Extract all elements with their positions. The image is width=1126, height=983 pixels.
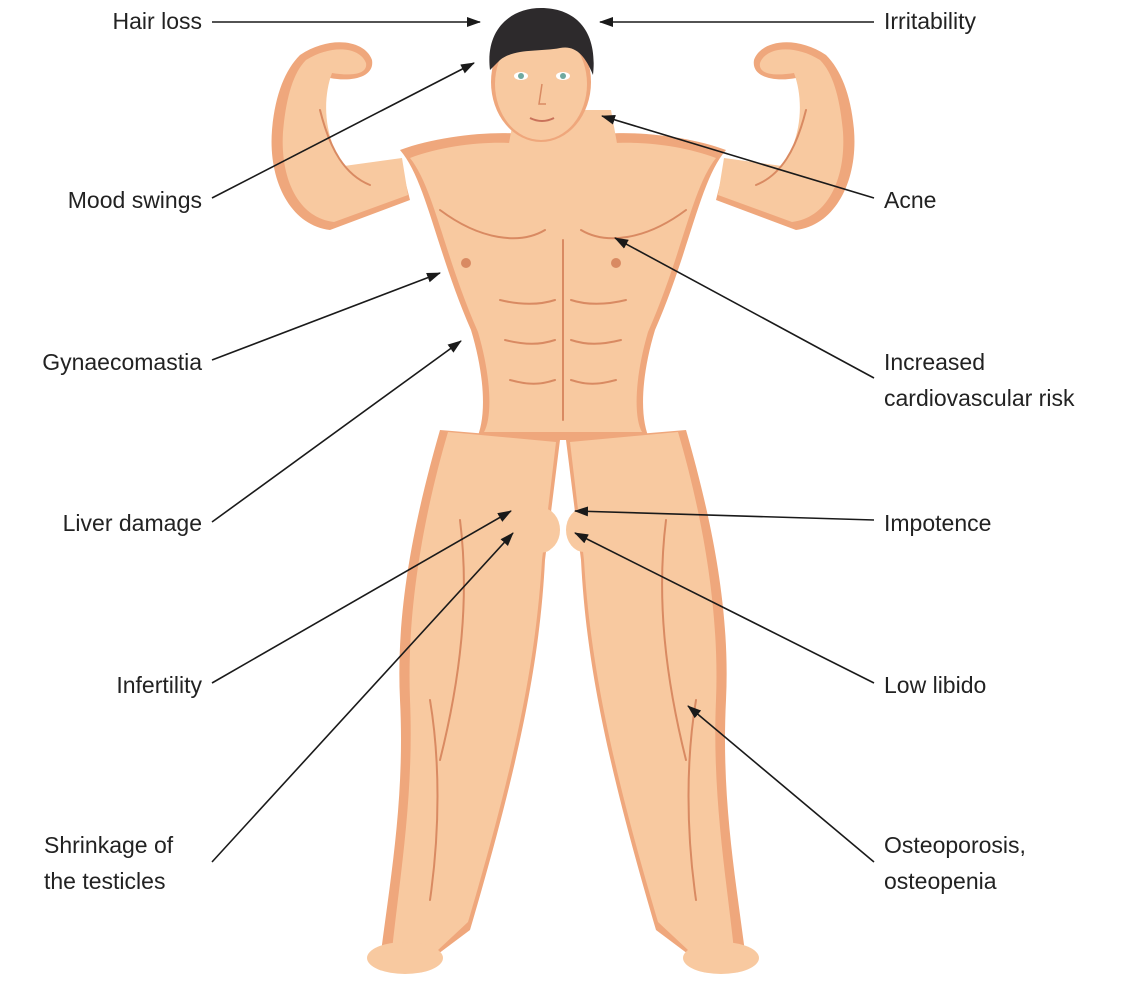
label-text-line1: Osteoporosis, [884, 827, 1026, 863]
label-text: Impotence [884, 505, 991, 541]
label-text-line2: cardiovascular risk [884, 380, 1074, 416]
label-text: Acne [884, 182, 936, 218]
label-text: Infertility [0, 667, 202, 703]
label-liver-damage: Liver damage [0, 505, 202, 541]
arrow-gynaecomastia [212, 273, 440, 360]
label-mood-swings: Mood swings [0, 182, 202, 218]
label-text: Hair loss [0, 3, 202, 39]
label-impotence: Impotence [884, 505, 991, 541]
label-text-line2: osteopenia [884, 863, 1026, 899]
label-text-line1: Increased [884, 344, 1074, 380]
label-osteoporosis: Osteoporosis, osteopenia [884, 827, 1026, 899]
label-text: Gynaecomastia [0, 344, 202, 380]
label-shrinkage: Shrinkage of the testicles [44, 827, 173, 899]
label-text: Mood swings [0, 182, 202, 218]
label-cardiovascular: Increased cardiovascular risk [884, 344, 1074, 416]
label-text-line1: Shrinkage of [44, 827, 173, 863]
label-gynaecomastia: Gynaecomastia [0, 344, 202, 380]
label-acne: Acne [884, 182, 936, 218]
male-figure [272, 8, 855, 974]
label-text-line2: the testicles [44, 863, 173, 899]
label-text: Liver damage [0, 505, 202, 541]
label-infertility: Infertility [0, 667, 202, 703]
label-low-libido: Low libido [884, 667, 986, 703]
label-irritability: Irritability [884, 3, 976, 39]
label-text: Irritability [884, 3, 976, 39]
label-text: Low libido [884, 667, 986, 703]
label-hair-loss: Hair loss [0, 3, 202, 39]
